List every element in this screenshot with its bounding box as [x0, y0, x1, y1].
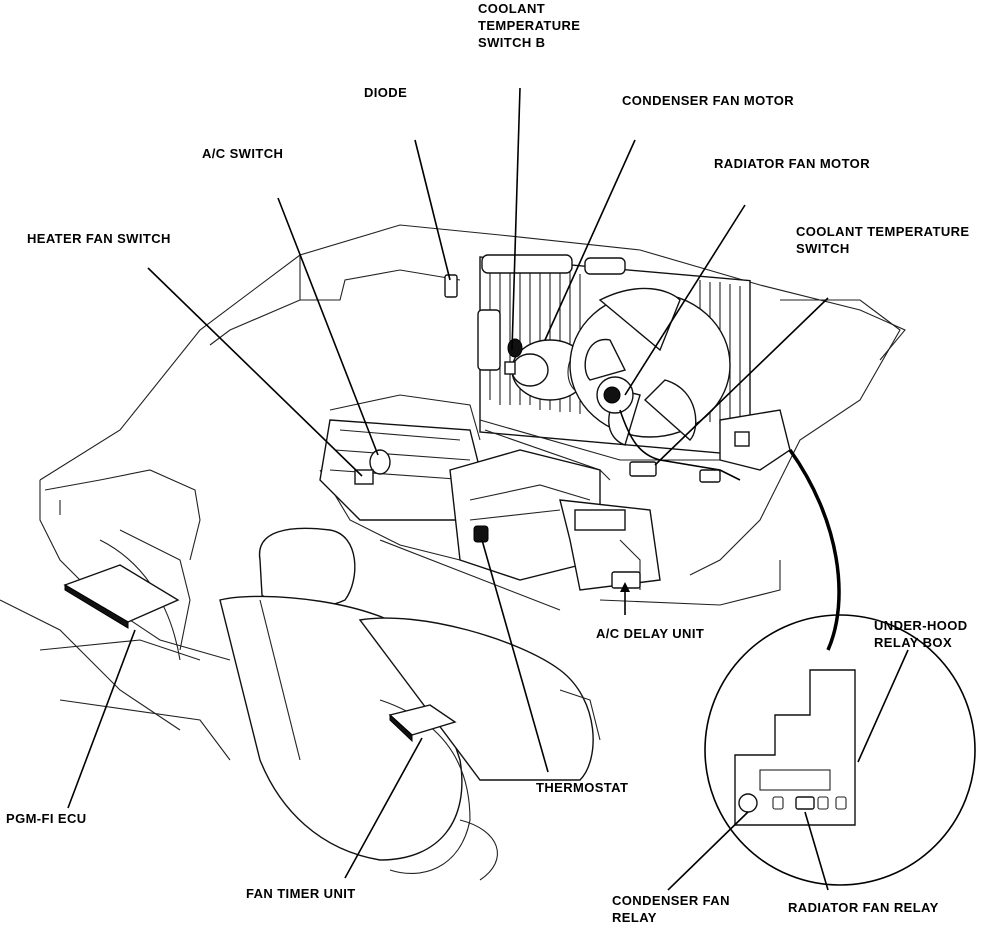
leader-coolant-temp-switch-b: [511, 87, 521, 351]
radiator-assembly: [444, 254, 761, 483]
label-fan-timer-unit: FAN TIMER UNIT: [246, 886, 356, 901]
relay-box-inset: [704, 448, 976, 886]
leader-condenser-fan-motor: [544, 139, 636, 341]
interior-seats: [39, 527, 601, 881]
leader-coolant-temp-switch: [654, 297, 829, 466]
leader-radiator-fan-relay: [804, 811, 829, 891]
leader-fan-timer-unit: [344, 737, 423, 879]
arrow-ac-delay-unit: [620, 582, 630, 592]
label-ac-switch: A/C SWITCH: [202, 146, 284, 161]
label-heater-fan-switch: HEATER FAN SWITCH: [27, 231, 171, 246]
leader-ac-switch: [277, 197, 379, 456]
leader-under-hood-relay-box: [857, 649, 909, 763]
label-under-hood-relay-box: UNDER-HOOD RELAY BOX: [874, 618, 968, 650]
leader-heater-fan-switch: [147, 267, 363, 477]
label-condenser-fan-relay: CONDENSER FAN RELAY: [612, 893, 730, 925]
label-diode: DIODE: [364, 85, 408, 100]
hvac-and-engine-components: [319, 409, 791, 591]
leader-radiator-fan-motor: [624, 204, 746, 396]
leader-thermostat: [481, 539, 549, 773]
leader-pgm-fi-ecu: [67, 629, 136, 809]
leader-lines: [67, 87, 909, 891]
label-ac-delay-unit: A/C DELAY UNIT: [596, 626, 705, 641]
leader-diode: [414, 139, 451, 281]
label-radiator-fan-relay: RADIATOR FAN RELAY: [788, 900, 939, 915]
label-thermostat: THERMOSTAT: [536, 780, 629, 795]
label-coolant-temp-switch-b: COOLANT TEMPERATURE SWITCH B: [478, 1, 581, 50]
label-condenser-fan-motor: CONDENSER FAN MOTOR: [622, 93, 795, 108]
label-pgm-fi-ecu: PGM-FI ECU: [6, 811, 87, 826]
label-radiator-fan-motor: RADIATOR FAN MOTOR: [714, 156, 870, 171]
leader-condenser-fan-relay: [667, 811, 749, 891]
label-coolant-temp-switch: COOLANT TEMPERATURE SWITCH: [796, 224, 970, 256]
